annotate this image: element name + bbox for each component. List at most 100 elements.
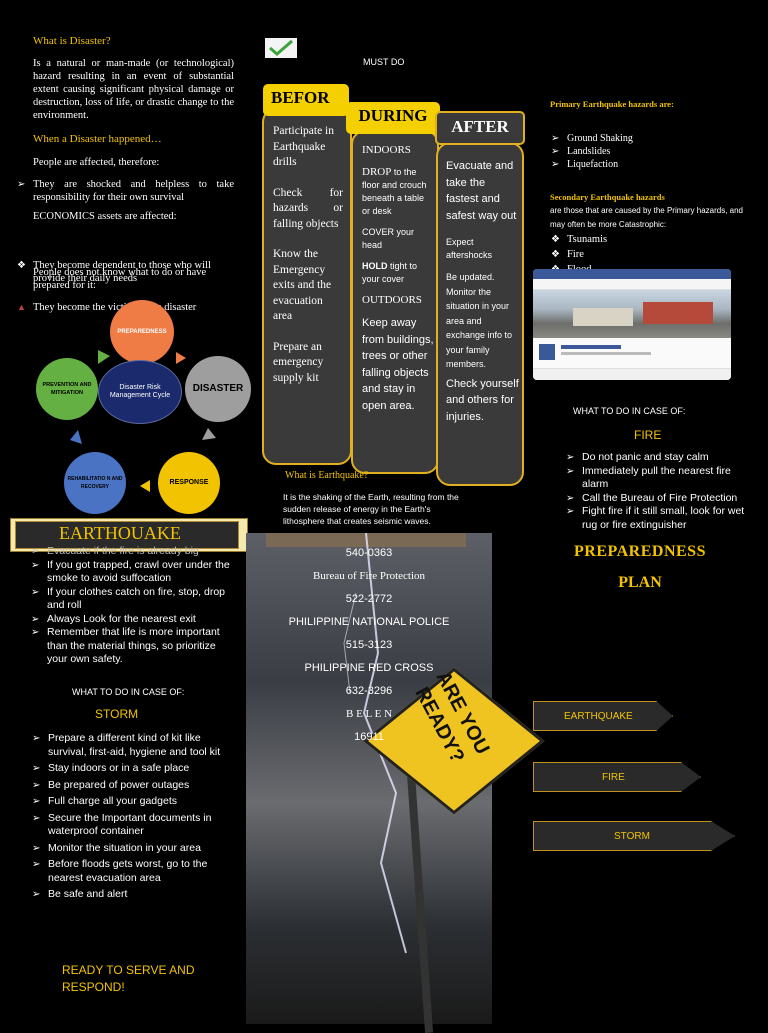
bullet-victim: They become the victim of the disaster: [33, 302, 197, 313]
hotlines-list: 540-0363 Bureau of Fire Protection 522-2…: [246, 542, 492, 749]
list-item: Liquefaction: [551, 158, 633, 171]
what-is-earthquake-body: It is the shaking of the Earth, resultin…: [283, 492, 459, 526]
list-item: Fire: [551, 247, 607, 262]
hotline-number: 16911: [354, 731, 384, 743]
list-item: Be safe and alert: [32, 888, 232, 902]
during-card: INDOORS DROP to the floor and crouch ben…: [351, 130, 439, 474]
arrow-icon: [202, 428, 216, 440]
list-item: Call the Bureau of Fire Protection: [566, 492, 756, 506]
plan-title-line2: PLAN: [618, 574, 662, 591]
storm-title: STORM: [95, 707, 139, 721]
hotline-agency: Bureau of Fire Protection: [312, 570, 426, 582]
warning-bullet-icon: ▲: [17, 302, 26, 312]
people-affected-text: People are affected, therefore:: [33, 157, 160, 168]
nav-earthquake-button[interactable]: EARTHQUAKE: [533, 701, 673, 731]
must-do-label: MUST DO: [363, 57, 405, 67]
hotline-agency: PHILIPPINE NATIONAL POLICE: [288, 616, 450, 628]
list-item: Always Look for the nearest exit: [31, 613, 236, 627]
list-item: Be prepared of power outages: [32, 779, 232, 793]
fire-list: Do not panic and stay calm Immediately p…: [566, 451, 756, 532]
storm-tagline: READY TO SERVE AND RESPOND!: [62, 963, 195, 994]
before-tab: BEFOR: [263, 84, 349, 116]
during-tab: DURING: [346, 102, 440, 134]
what-is-disaster-body: Is a natural or man-made (or technologic…: [33, 58, 234, 121]
news-screenshot[interactable]: [533, 269, 731, 380]
hotline-number: 632-3296: [345, 685, 393, 697]
cycle-preparedness: PREPAREDNESS: [110, 300, 174, 364]
bullet-shocked: They are shocked and helpless to take re…: [17, 178, 234, 204]
drop-text: to the floor and crouch beneath a table …: [362, 167, 427, 216]
cycle-response: RESPONSE: [158, 452, 220, 514]
list-item: Evacuate if the fire is already big: [31, 545, 236, 559]
after-expect: Expect aftershocks: [446, 237, 493, 260]
list-item: Remember that life is more important tha…: [31, 626, 236, 667]
after-tab: AFTER: [435, 111, 525, 145]
list-item: Fight fire if it still small, look for w…: [566, 505, 756, 532]
list-item: Tsunamis: [551, 232, 607, 247]
economics-text: ECONOMICS assets are affected:: [33, 211, 177, 222]
disaster-cycle-diagram: PREPAREDNESS DISASTER RESPONSE REHABILIT…: [30, 300, 255, 525]
hotline-number: 540-0363: [345, 547, 393, 559]
secondary-hazards-desc: are those that are caused by the Primary…: [550, 206, 743, 229]
list-item: Prepare a different kind of kit like sur…: [32, 732, 232, 759]
secondary-hazards-title: Secondary Earthquake hazards: [550, 192, 665, 202]
primary-hazards-title: Primary Earthquake hazards are:: [550, 99, 674, 109]
list-item: Before floods gets worst, go to the near…: [32, 858, 232, 885]
cover-text: COVER your head: [362, 227, 415, 250]
when-disaster-happened-title: When a Disaster happened…: [33, 133, 162, 145]
after-updated: Be updated. Monitor the situation in you…: [446, 272, 513, 369]
arrow-icon: [70, 430, 82, 444]
hotline-agency: B E L E N: [345, 708, 393, 720]
nav-storm-button[interactable]: STORM: [533, 821, 735, 851]
list-item: Landslides: [551, 145, 633, 158]
storm-list: Prepare a different kind of kit like sur…: [32, 732, 232, 905]
what-is-disaster-title: What is Disaster?: [33, 35, 111, 47]
after-evacuate: Evacuate and take the fastest and safest…: [446, 160, 517, 222]
hotline-agency: PHILIPPINE RED CROSS: [304, 662, 434, 674]
hotline-number: 522-2772: [345, 593, 393, 605]
list-item: Full charge all your gadgets: [32, 795, 232, 809]
plan-title-line1: PREPAREDNESS: [574, 543, 706, 560]
fire-title: FIRE: [634, 428, 662, 442]
before-item: Know the Emergency exits and the evacuat…: [273, 248, 332, 322]
cycle-rehabilitation: REHABILITATIO N AND RECOVERY: [64, 452, 126, 514]
list-item: Secure the Important documents in waterp…: [32, 812, 232, 839]
before-item: Check for hazards or falling objects: [273, 186, 343, 230]
cycle-center: Disaster Risk Management Cycle: [98, 360, 182, 424]
indoors-label: INDOORS: [362, 144, 411, 156]
arrow-icon: [176, 352, 186, 364]
after-card: Evacuate and take the fastest and safest…: [436, 142, 524, 486]
before-item: Participate in Earthquake drills: [273, 125, 334, 168]
arrow-icon: [98, 350, 110, 364]
primary-hazards-list: Ground Shaking Landslides Liquefaction: [551, 132, 633, 171]
people-not-know-text: People does not know what to do or have …: [33, 267, 207, 291]
cycle-disaster: DISASTER: [185, 356, 251, 422]
before-item: Prepare an emergency supply kit: [273, 340, 324, 384]
cycle-prevention: PREVENTION AND MITIGATION: [36, 358, 98, 420]
earthquake-banner-text: EARTHOUAKE: [59, 523, 181, 543]
storm-heading: WHAT TO DO IN CASE OF:: [72, 687, 185, 697]
list-item: If you got trapped, crawl over under the…: [31, 559, 236, 586]
list-item: Ground Shaking: [551, 132, 633, 145]
list-item: Stay indoors or in a safe place: [32, 762, 232, 776]
what-is-earthquake-title: What is Earthquake?: [285, 470, 369, 481]
checkmark-icon: [265, 38, 297, 58]
hold-word: HOLD: [362, 261, 388, 271]
fire-heading: WHAT TO DO IN CASE OF:: [573, 406, 686, 416]
outdoors-label: OUTDOORS: [362, 294, 422, 306]
drop-word: DROP: [362, 166, 392, 178]
list-item: Immediately pull the nearest fire alarm: [566, 465, 756, 492]
hotline-number: 515-3123: [345, 639, 393, 651]
list-item: If your clothes catch on fire, stop, dro…: [31, 586, 236, 613]
list-item: Monitor the situation in your area: [32, 842, 232, 856]
after-check: Check yourself and others for injuries.: [446, 377, 519, 423]
before-card: Participate in Earthquake drills Check f…: [262, 108, 352, 465]
outdoors-text: Keep away from buildings, trees or other…: [362, 317, 434, 412]
nav-fire-button[interactable]: FIRE: [533, 762, 701, 792]
bullet-dependent: They become dependent to those who will …: [17, 259, 234, 285]
arrow-icon: [140, 480, 150, 492]
cycle-arrows: [70, 350, 216, 492]
hold-text: tight to your cover: [362, 261, 418, 284]
list-item: Do not panic and stay calm: [566, 451, 756, 465]
storm-image: ARE YOU READY?: [246, 533, 545, 1033]
